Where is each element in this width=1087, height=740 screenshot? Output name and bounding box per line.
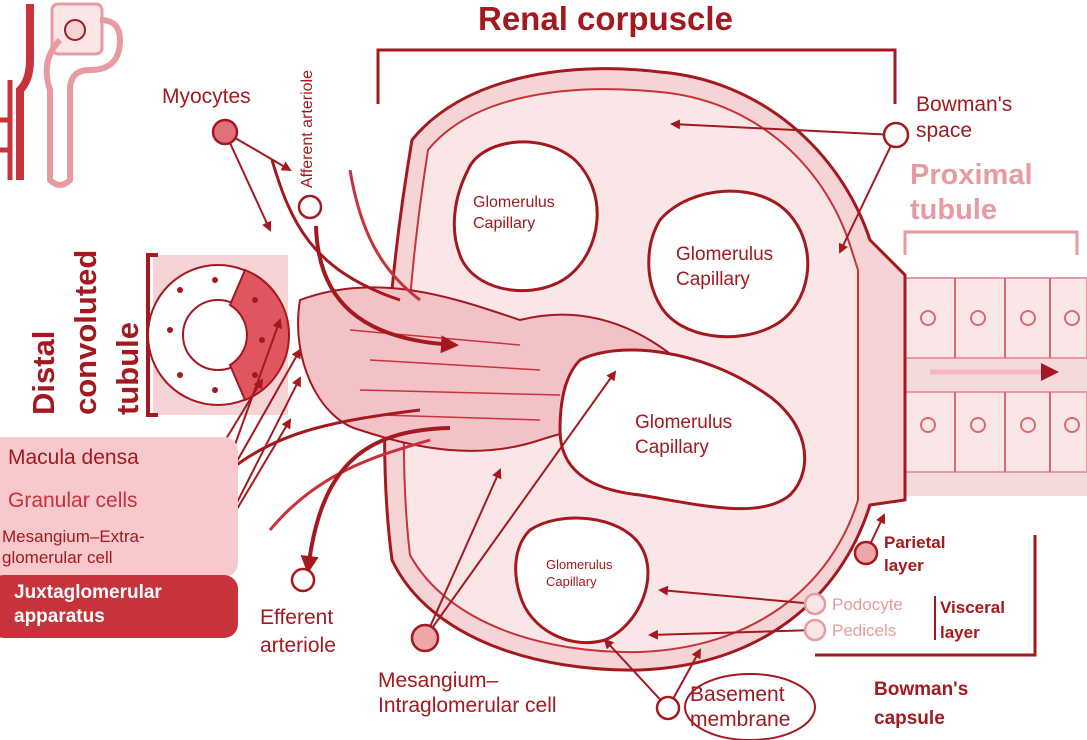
label-afferent-arteriole: Afferent arteriole [299, 70, 316, 188]
label-distal-line-1: Distal [26, 330, 61, 415]
label-granular-cells: Granular cells [8, 489, 138, 512]
label-juxtaglomerular: Juxtaglomerular apparatus [14, 582, 162, 627]
proximal-tubule [899, 277, 1087, 496]
label-basement-membrane: Basement membrane [690, 683, 791, 732]
label-efferent-arteriole: Efferent arteriole [260, 606, 336, 658]
page-title: Renal corpuscle [478, 0, 733, 37]
jga-box [0, 437, 238, 638]
label-glomerulus-1: Glomerulus Capillary [473, 194, 555, 232]
label-distal-line-2: convoluted [68, 249, 103, 415]
basement-membrane-oval [684, 673, 816, 740]
label-glomerulus-3: Glomerulus Capillary [635, 412, 733, 458]
distal-tubule [146, 253, 291, 417]
label-macula-densa: Macula densa [8, 446, 139, 469]
capsule-brackets [815, 535, 1037, 657]
label-bowmans-space: Bowman's space [916, 93, 1013, 143]
label-myocytes: Myocytes [162, 85, 251, 108]
label-distal-line-3: tubule [110, 322, 145, 415]
nephron-thumbnail [0, 2, 124, 188]
label-pedicels: Pedicels [832, 621, 897, 640]
label-bowmans-capsule: Bowman's capsule [874, 679, 969, 729]
arterioles [229, 159, 459, 574]
label-mesangium-intra: Mesangium– Intraglomerular cell [378, 669, 557, 718]
label-parietal-layer: Parietal layer [884, 533, 946, 575]
proximal-bracket [903, 230, 1079, 255]
label-visceral-layer: Visceral layer [940, 598, 1005, 642]
label-proximal-tubule: Proximal tubule [910, 159, 1033, 226]
label-glomerulus-2: Glomerulus Capillary [676, 244, 774, 290]
label-glomerulus-4: Glomerulus Capillary [546, 557, 613, 589]
corpuscle-bracket [376, 48, 897, 104]
label-podocyte: Podocyte [832, 595, 903, 614]
glomerulus-capillaries [452, 140, 810, 645]
label-mesangium-extra: Mesangium–Extra- glomerular cell [2, 527, 145, 568]
